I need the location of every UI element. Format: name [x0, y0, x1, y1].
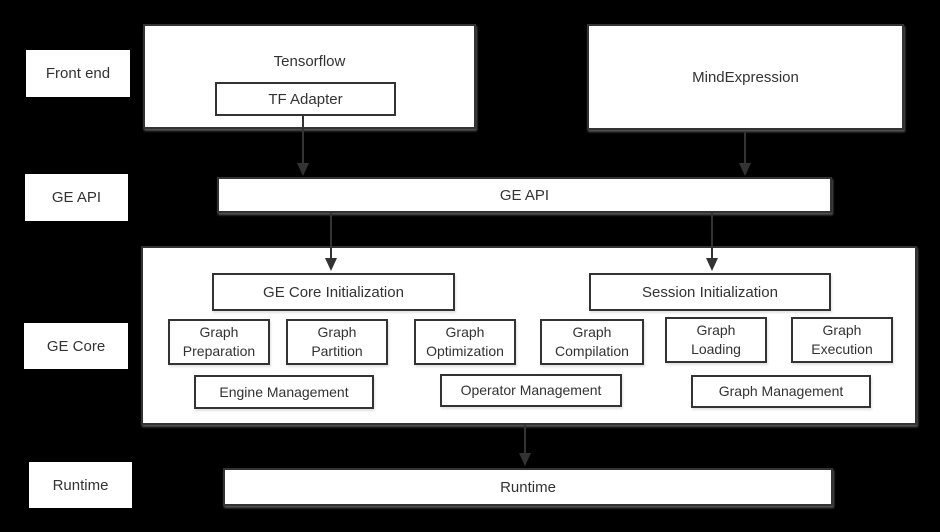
- tf-adapter-box: TF Adapter: [215, 82, 396, 116]
- row-label-front-end: Front end: [26, 50, 130, 97]
- row-label-runtime: Runtime: [29, 462, 132, 508]
- graph-optimization-label: Graph Optimization: [426, 324, 504, 359]
- graph-partition-box: Graph Partition: [286, 319, 388, 365]
- ge-api-bar: GE API: [217, 177, 832, 213]
- graph-execution-box: Graph Execution: [791, 317, 893, 363]
- graph-compilation-label: Graph Compilation: [555, 324, 629, 359]
- engine-management-box: Engine Management: [194, 375, 374, 409]
- row-label-ge-api: GE API: [25, 174, 128, 221]
- ge-core-box: GE Core Initialization Session Initializ…: [141, 246, 917, 425]
- tensorflow-label: Tensorflow: [273, 53, 346, 70]
- graph-loading-label: Graph Loading: [691, 322, 741, 357]
- graph-preparation-box: Graph Preparation: [168, 319, 270, 365]
- graph-execution-label: Graph Execution: [811, 322, 873, 357]
- arrow-mindexpression-to-ge-api: [739, 131, 751, 176]
- graph-partition-label: Graph Partition: [311, 324, 363, 359]
- session-initialization-box: Session Initialization: [589, 273, 831, 311]
- arrow-ge-core-to-runtime: [519, 425, 531, 466]
- graph-compilation-box: Graph Compilation: [540, 319, 644, 365]
- graph-loading-box: Graph Loading: [665, 317, 767, 363]
- graph-management-box: Graph Management: [691, 375, 871, 408]
- graph-optimization-box: Graph Optimization: [414, 319, 516, 365]
- tensorflow-box: Tensorflow TF Adapter: [143, 24, 476, 129]
- operator-management-box: Operator Management: [440, 374, 622, 407]
- graph-preparation-label: Graph Preparation: [182, 324, 256, 359]
- row-label-ge-core: GE Core: [24, 323, 128, 369]
- ge-core-initialization-box: GE Core Initialization: [212, 273, 455, 311]
- mindexpression-box: MindExpression: [587, 24, 904, 130]
- runtime-bar: Runtime: [223, 468, 833, 506]
